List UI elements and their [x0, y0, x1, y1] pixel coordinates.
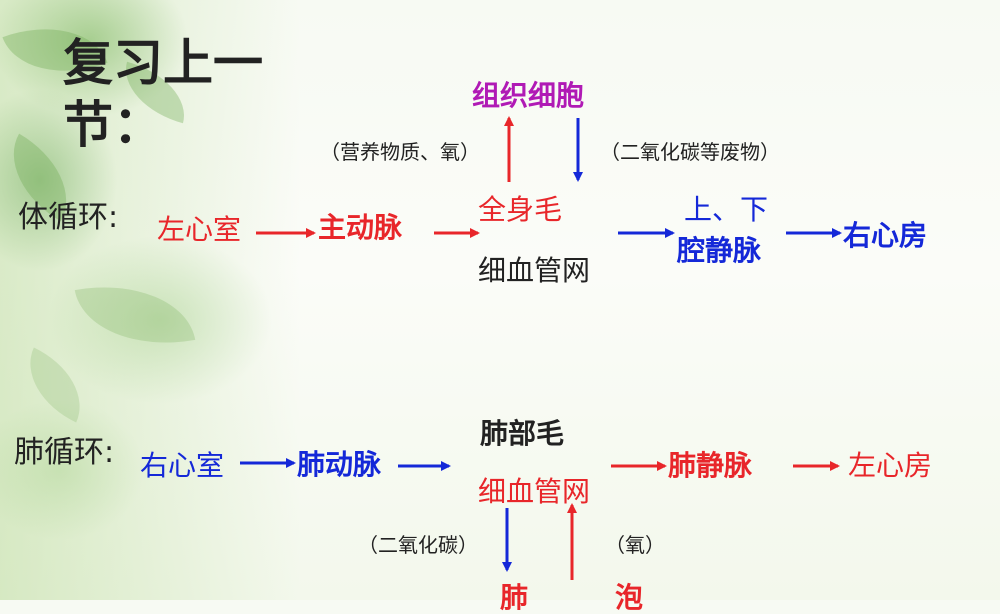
node-pulmonary-vein: 肺静脉 [668, 449, 753, 482]
node-body-capillary-line2: 细血管网 [478, 254, 591, 287]
node-right-atrium: 右心房 [843, 219, 928, 252]
node-left-atrium: 左心房 [848, 449, 933, 482]
node-body-capillary-line1: 全身毛 [478, 193, 563, 226]
note-nutrients-oxygen: （营养物质、氧） [320, 140, 480, 164]
leaf-background [0, 0, 300, 600]
node-left-ventricle: 左心室 [157, 213, 242, 246]
flow-arrows [240, 116, 842, 580]
node-aorta: 主动脉 [318, 211, 403, 244]
note-oxygen: （氧） [605, 533, 665, 557]
pulmonary-label: 肺循环: [14, 435, 115, 470]
node-lung-capillary-line1: 肺部毛 [480, 417, 565, 450]
note-co2: （二氧化碳） [358, 533, 478, 557]
node-lung-capillary-line2: 细血管网 [478, 475, 591, 508]
node-right-ventricle: 右心室 [140, 449, 225, 482]
node-vena-cava-line2: 腔静脉 [677, 234, 762, 267]
slide-title-line1: 复习上一 [63, 34, 263, 92]
node-vena-cava-line1: 上、下 [684, 193, 769, 226]
slide-title-line2: 节： [63, 96, 163, 154]
node-tissue-cells: 组织细胞 [472, 79, 585, 112]
node-pulmonary-artery: 肺动脉 [297, 448, 382, 481]
note-co2-waste: （二氧化碳等废物） [600, 140, 780, 164]
systemic-label: 体循环: [18, 200, 119, 235]
